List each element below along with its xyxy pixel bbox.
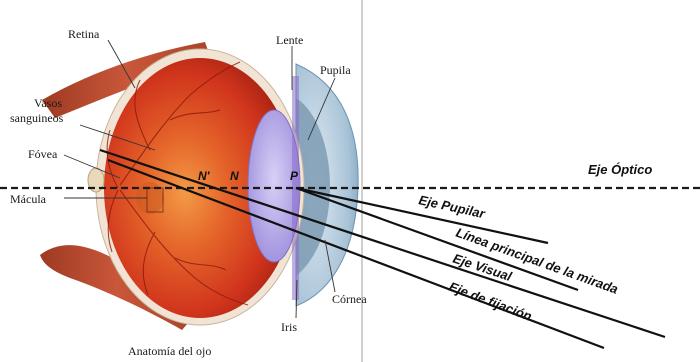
point-p: P <box>290 169 299 183</box>
label-macula: Mácula <box>10 192 47 206</box>
label-cornea: Córnea <box>332 292 367 306</box>
label-vasos-1: Vasos <box>34 96 62 110</box>
label-fixation-axis: Eje de fijación <box>447 279 534 324</box>
label-fovea: Fóvea <box>28 147 58 161</box>
label-retina: Retina <box>68 27 100 41</box>
label-pupila: Pupila <box>320 63 351 77</box>
label-optic-axis: Eje Óptico <box>588 162 652 177</box>
label-vasos-2: sanguineos <box>10 111 64 125</box>
label-iris: Iris <box>281 320 297 334</box>
point-n-prime: N' <box>198 169 211 183</box>
point-n: N <box>230 169 239 183</box>
diagram-caption: Anatomía del ojo <box>128 344 211 358</box>
label-lente: Lente <box>276 33 303 47</box>
